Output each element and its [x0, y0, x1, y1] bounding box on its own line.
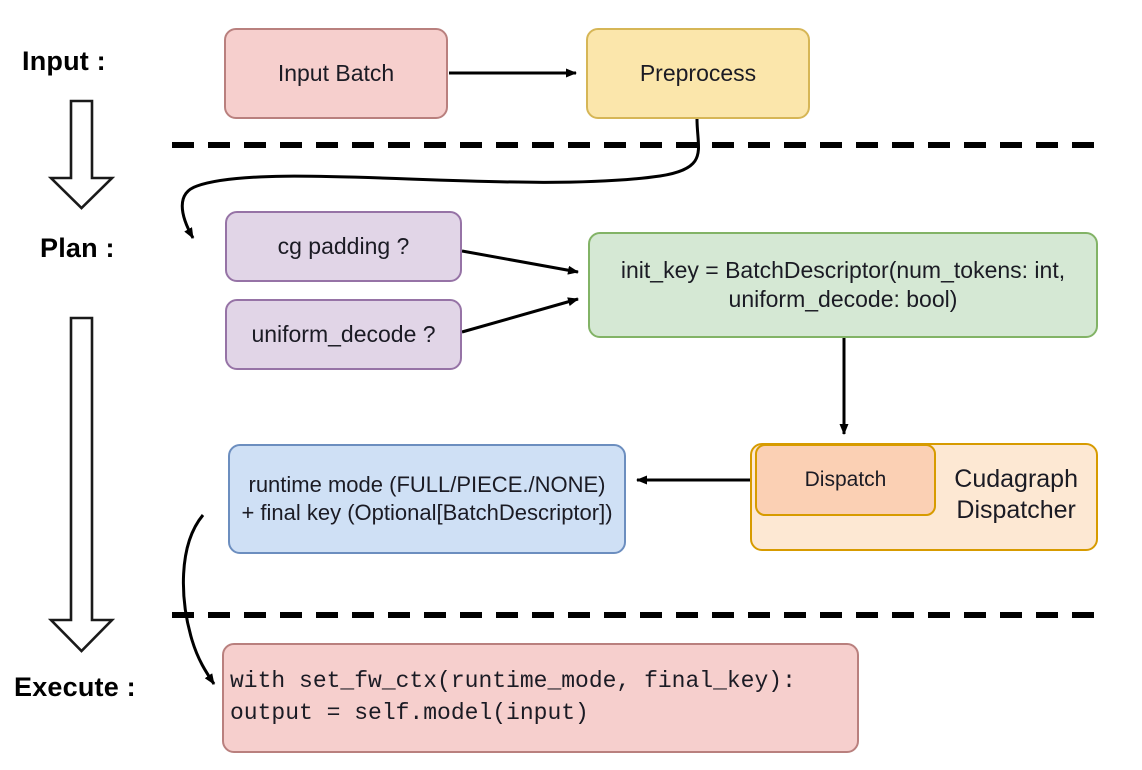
node-init-key[interactable]: init_key = BatchDescriptor(num_tokens: i…: [588, 232, 1098, 338]
plan-to-execute-arrow: [47, 316, 116, 653]
stage-label-execute: Execute :: [14, 672, 136, 702]
node-cg-padding[interactable]: cg padding ?: [225, 211, 462, 282]
node-input-batch[interactable]: Input Batch: [224, 28, 448, 119]
runtime-mode-to-exec-code: [181, 514, 216, 685]
stage-label-input: Input :: [22, 46, 106, 76]
preprocess-to-cg-padding: [180, 118, 701, 239]
cg-padding-to-init-key: [461, 249, 579, 275]
node-runtime-mode[interactable]: runtime mode (FULL/PIECE./NONE) + final …: [228, 444, 626, 554]
node-exec-code[interactable]: with set_fw_ctx(runtime_mode, final_key)…: [222, 643, 859, 753]
node-uniform-decode[interactable]: uniform_decode ?: [225, 299, 462, 370]
uniform-decode-to-init-key: [461, 297, 579, 334]
stage-label-plan: Plan :: [40, 233, 115, 263]
node-preprocess[interactable]: Preprocess: [586, 28, 810, 119]
input-to-plan-arrow: [47, 99, 116, 210]
node-dispatch[interactable]: Dispatch: [755, 444, 936, 516]
